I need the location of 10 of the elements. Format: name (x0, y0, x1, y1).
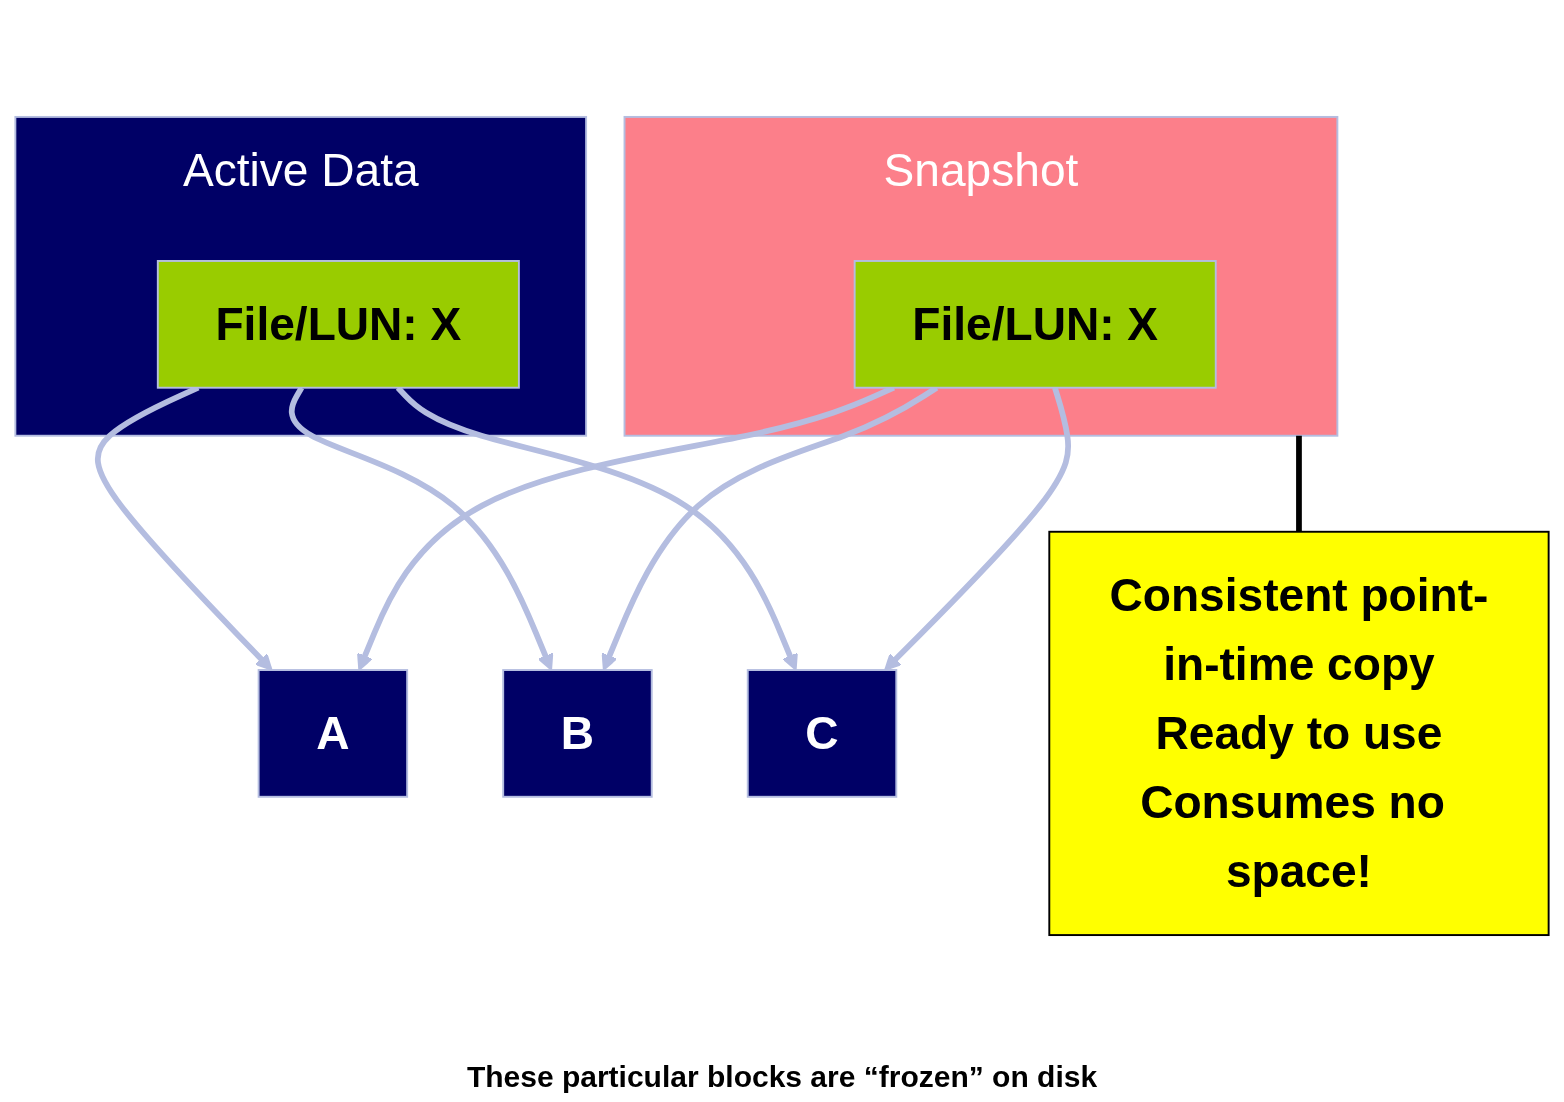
arrow (288, 386, 554, 671)
node-box: B (502, 669, 653, 798)
node-box: C (746, 669, 898, 798)
node-box: Consistent point-in-time copy Ready to use Consumes no space! (1048, 530, 1550, 937)
note-text: These particular blocks are “frozen” on disk (466, 1060, 1098, 1094)
connector (1296, 435, 1302, 532)
node-box: File/LUN: X (156, 260, 520, 389)
arrow (884, 386, 1072, 671)
node-box: File/LUN: X (853, 260, 1217, 389)
node-box: A (257, 669, 409, 798)
